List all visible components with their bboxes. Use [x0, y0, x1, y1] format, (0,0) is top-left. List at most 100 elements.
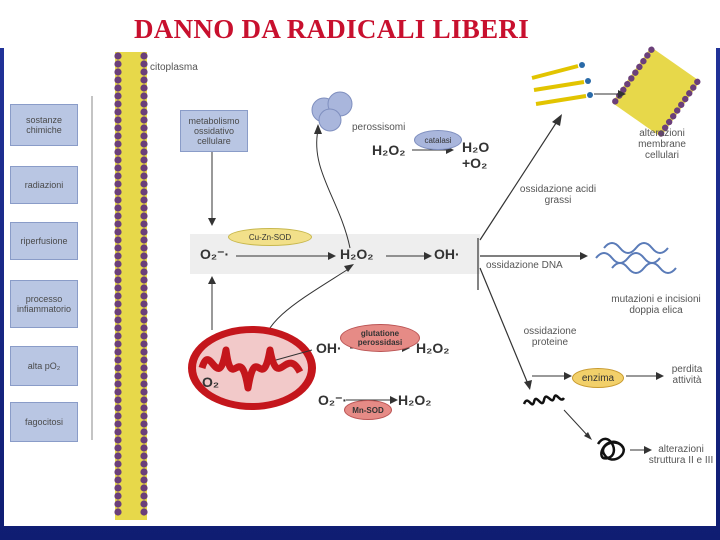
phospholipid-head: [140, 484, 148, 492]
phospholipid-head: [140, 196, 148, 204]
phospholipid-head: [678, 101, 685, 108]
dna-mutation-label: mutazioni e incisioni doppia elica: [611, 294, 701, 316]
source-label: riperfusione: [20, 236, 68, 246]
source-box: processo infiammatorio: [10, 280, 78, 328]
phospholipid-head: [114, 324, 122, 332]
phospholipid-head: [114, 340, 122, 348]
phospholipid-head: [114, 388, 122, 396]
phospholipid-head: [140, 252, 148, 260]
phospholipid-head: [665, 118, 673, 126]
phospholipid-head: [140, 156, 148, 164]
slide-title: DANNO DA RADICALI LIBERI: [134, 14, 530, 44]
enzyme-shape: enzima: [572, 368, 624, 388]
phospholipid-head: [140, 92, 148, 100]
phospholipid-head: [140, 124, 148, 132]
phospholipid-head: [140, 212, 148, 220]
source-label: radiazioni: [24, 180, 64, 190]
phospholipid-head: [140, 476, 148, 484]
phospholipid-head: [114, 252, 122, 260]
phospholipid-head: [140, 348, 148, 356]
phospholipid-head: [657, 130, 665, 137]
source-box: fagocitosi: [10, 402, 78, 442]
phospholipid-head: [114, 500, 122, 508]
phospholipid-head: [114, 412, 122, 420]
phospholipid-head: [636, 63, 643, 71]
cytoplasm-label: citoplasma: [150, 62, 198, 73]
phospholipid-head: [140, 308, 148, 316]
phospholipid-head: [140, 468, 148, 476]
water-product: H₂O: [462, 139, 490, 155]
phospholipid-head: [114, 484, 122, 492]
phospholipid-head: [140, 316, 148, 324]
phospholipid-head: [140, 116, 148, 124]
metabolism-box: metabolismo ossidativo cellulare: [180, 110, 248, 152]
phospholipid-head: [114, 284, 122, 292]
cu-zn-sod-enzyme: Cu-Zn-SOD: [228, 228, 312, 246]
dna-strands: [595, 242, 677, 274]
phospholipid-head: [140, 380, 148, 388]
mitochondrion: [188, 326, 316, 410]
phospholipid-head: [114, 316, 122, 324]
phospholipid-head: [114, 172, 122, 180]
phospholipid-head: [140, 356, 148, 364]
phospholipid-head: [114, 508, 122, 516]
damaged-membrane: [611, 46, 701, 138]
phospholipid-head: [114, 92, 122, 100]
phospholipid-head: [686, 90, 693, 97]
structure-change-label: alterazioni struttura II e III: [648, 444, 714, 466]
superoxide-radical: O₂⁻·: [200, 246, 230, 262]
phospholipid-head: [114, 124, 122, 132]
mn-sod-enzyme: Mn-SOD: [344, 400, 392, 420]
phospholipid-head: [644, 52, 651, 59]
mito-hydroxyl: OH·: [316, 340, 342, 356]
phospholipid-head: [140, 68, 148, 76]
phospholipid-head: [114, 84, 122, 92]
source-box: radiazioni: [10, 166, 78, 204]
metabolism-label: metabolismo ossidativo cellulare: [188, 116, 240, 146]
phospholipid-head: [114, 348, 122, 356]
source-label: fagocitosi: [24, 417, 64, 427]
source-box: riperfusione: [10, 222, 78, 260]
phospholipid-head: [114, 236, 122, 244]
catalase-enzyme: catalasi: [414, 130, 462, 150]
denatured-protein: [596, 437, 626, 461]
phospholipid-head: [140, 500, 148, 508]
phospholipid-head: [140, 204, 148, 212]
peroxisomes: [311, 91, 353, 132]
phospholipid-head: [114, 148, 122, 156]
hydroxyl-radical: OH·: [434, 246, 460, 262]
protein-oxidation-label: ossidazione proteine: [523, 326, 577, 348]
phospholipid-head: [140, 428, 148, 436]
phospholipid-head: [140, 436, 148, 444]
phospholipid-head: [114, 492, 122, 500]
phospholipid-head: [114, 244, 122, 252]
phospholipid-head: [114, 444, 122, 452]
phospholipid-head: [140, 284, 148, 292]
phospholipid-head: [114, 76, 122, 84]
phospholipid-head: [140, 228, 148, 236]
phospholipid-head: [140, 444, 148, 452]
phospholipid-head: [114, 276, 122, 284]
phospholipid-head: [114, 140, 122, 148]
phospholipid-head: [114, 156, 122, 164]
phospholipid-head: [114, 108, 122, 116]
phospholipid-head: [140, 372, 148, 380]
phospholipid-head: [114, 100, 122, 108]
phospholipid-head: [140, 420, 148, 428]
phospholipid-head: [114, 180, 122, 188]
phospholipid-head: [140, 388, 148, 396]
phospholipid-head: [661, 124, 669, 131]
mito-oxygen: O₂: [202, 374, 220, 390]
phospholipid-head: [114, 60, 122, 68]
phospholipid-head: [114, 164, 122, 172]
phospholipid-head: [114, 220, 122, 228]
phospholipid-head: [114, 436, 122, 444]
phospholipid-head: [628, 75, 635, 82]
phospholipid-head: [140, 140, 148, 148]
phospholipid-head: [140, 364, 148, 372]
source-box: sostanze chimiche: [10, 104, 78, 146]
phospholipid-head: [114, 428, 122, 436]
phospholipid-head: [140, 180, 148, 188]
phospholipid-head: [140, 508, 148, 516]
phospholipid-head: [140, 148, 148, 156]
